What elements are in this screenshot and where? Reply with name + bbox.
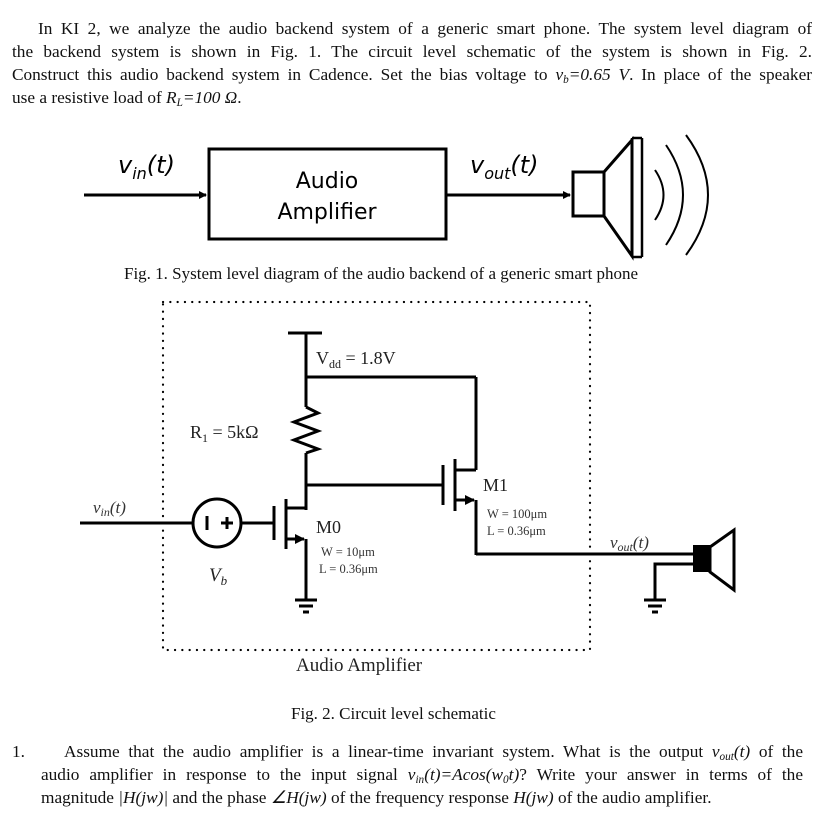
question-line-2: audio amplifier in response to the input… <box>41 763 803 786</box>
vout-label: vout(t) <box>610 533 649 554</box>
speaker-ground-wire <box>653 562 693 600</box>
q-text-2b: ? Write your answer in terms of the <box>519 765 803 784</box>
fig1-input-label-tail: (t) <box>147 151 175 179</box>
question-body: Assume that the audio amplifier is a lin… <box>41 740 803 809</box>
intro-text-3: Construct this audio backend system in C… <box>12 65 556 84</box>
vb-label: Vb <box>209 565 228 588</box>
r1-label: R1 = 5kΩ <box>190 422 259 445</box>
m0-label: M0 <box>316 517 341 537</box>
vdd-supply-symbol <box>288 331 478 470</box>
fig1-caption: Fig. 1. System level diagram of the audi… <box>124 264 639 283</box>
q-text-1b: of the <box>750 742 803 761</box>
intro-paragraph: In KI 2, we analyze the audio backend sy… <box>12 17 812 109</box>
m1-length-label: L = 0.36μm <box>487 524 546 538</box>
input-signal-expression: vin(t)=Acos(w0t) <box>407 765 520 786</box>
m0-width-label: W = 10μm <box>321 545 375 559</box>
fig2-circuit-schematic: Vdd = 1.8V R1 = 5kΩ M1 W = 100μm L = 0.3… <box>80 300 736 676</box>
intro-line-4: use a resistive load of RL=100 Ω. <box>12 86 812 109</box>
q-vout-sub: out <box>719 751 734 763</box>
vin-label-sub: in <box>101 505 110 519</box>
q-vin-expr2: t) <box>508 765 520 784</box>
vb-label-main: V <box>209 565 223 586</box>
q-w0-sub: 0 <box>503 774 509 786</box>
fig1-block-line1: Audio <box>296 169 359 194</box>
bias-sub: b <box>563 74 569 86</box>
speaker-icon <box>571 134 709 261</box>
intro-line-1: In KI 2, we analyze the audio backend sy… <box>12 17 812 40</box>
vin-label-main: v <box>93 498 101 517</box>
intro-text-2: the backend system is shown in Fig. 1. T… <box>12 42 812 61</box>
speaker-ground-icon <box>644 598 666 614</box>
m0-length-label: L = 0.36μm <box>319 562 378 576</box>
load-var: R <box>166 88 177 107</box>
frequency-response-expression: H(jw) <box>513 788 554 807</box>
vdd-label-value: = 1.8V <box>341 348 396 368</box>
question-number: 1. <box>12 742 25 761</box>
magnitude-expression: |H(jw)| <box>118 788 169 807</box>
intro-line-2: the backend system is shown in Fig. 1. T… <box>12 40 812 63</box>
bias-var: v <box>555 65 564 84</box>
vout-label-tail: (t) <box>633 533 649 552</box>
intro-line-3: Construct this audio backend system in C… <box>12 63 812 86</box>
q-vin-sub: in <box>415 774 425 786</box>
m0-ground-icon <box>295 598 317 614</box>
q-vout-var: v <box>711 742 720 761</box>
fig1-input-label-sub: in <box>132 164 147 183</box>
vin-label-tail: (t) <box>110 498 126 517</box>
intro-text-3b: . In place of the speaker <box>629 65 812 84</box>
vdd-label: Vdd = 1.8V <box>316 348 396 371</box>
fig1-input-label: vin(t) <box>118 151 175 183</box>
r1-label-sub: 1 <box>202 431 208 445</box>
intro-text-1: In KI 2, we analyze the audio backend sy… <box>38 19 812 38</box>
fig1-system-diagram: vin(t) Audio Amplifier vout(t) <box>84 134 709 261</box>
fig1-output-label-tail: (t) <box>510 151 538 179</box>
transistor-m1 <box>441 459 478 555</box>
vb-label-sub: b <box>221 573 228 588</box>
fig1-output-label-main: v <box>470 151 485 179</box>
amplifier-box-label: Audio Amplifier <box>296 655 423 676</box>
bias-value: =0.65 V <box>568 65 630 84</box>
r1-label-main: R <box>190 422 202 442</box>
transistor-m0 <box>272 485 308 600</box>
question-1: 1. Assume that the audio amplifier is a … <box>12 740 803 810</box>
m1-width-label: W = 100μm <box>487 507 547 521</box>
r1-label-value: = 5kΩ <box>208 422 259 442</box>
sound-waves-icon <box>654 134 709 256</box>
vout-symbol: vout(t) <box>711 742 751 763</box>
intro-text-4: use a resistive load of <box>12 88 167 107</box>
load-sub: L <box>176 97 183 109</box>
vout-label-main: v <box>610 533 618 552</box>
question-line-1: Assume that the audio amplifier is a lin… <box>41 740 803 763</box>
q-text-1: Assume that the audio amplifier is a lin… <box>64 742 712 761</box>
q-text-2: audio amplifier in response to the input… <box>41 765 408 784</box>
fig1-input-label-main: v <box>118 151 133 179</box>
m1-label: M1 <box>483 475 508 495</box>
q-vout-arg: (t) <box>733 742 751 761</box>
fig1-block-line2: Amplifier <box>277 200 377 225</box>
vin-label: vin(t) <box>93 498 126 519</box>
phase-expression: ∠H(jw) <box>270 788 327 807</box>
bias-voltage-symbol: vb=0.65 V <box>555 65 630 86</box>
question-line-3: magnitude |H(jw)| and the phase ∠H(jw) o… <box>41 786 803 809</box>
fig1-output-label-sub: out <box>484 164 511 183</box>
intro-text-4b: . <box>237 88 242 107</box>
load-resistance-symbol: RL=100 Ω <box>166 88 238 109</box>
vout-label-sub: out <box>618 540 634 554</box>
vdd-label-sub: dd <box>329 357 341 371</box>
q-text-3: magnitude <box>41 788 119 807</box>
vdd-label-main: V <box>316 348 329 368</box>
q-vin-var: v <box>407 765 416 784</box>
output-speaker-icon <box>693 527 736 593</box>
q-vin-expr: (t)=Acos(w <box>424 765 504 784</box>
load-value: =100 Ω <box>182 88 238 107</box>
fig1-output-label: vout(t) <box>470 151 539 183</box>
q-text-3b: and the phase <box>168 788 271 807</box>
q-text-3d: of the audio amplifier. <box>553 788 712 807</box>
bias-voltage-source <box>191 497 243 549</box>
resistor-r1 <box>289 405 323 455</box>
fig2-caption: Fig. 2. Circuit level schematic <box>291 704 496 723</box>
q-text-3c: of the frequency response <box>326 788 514 807</box>
